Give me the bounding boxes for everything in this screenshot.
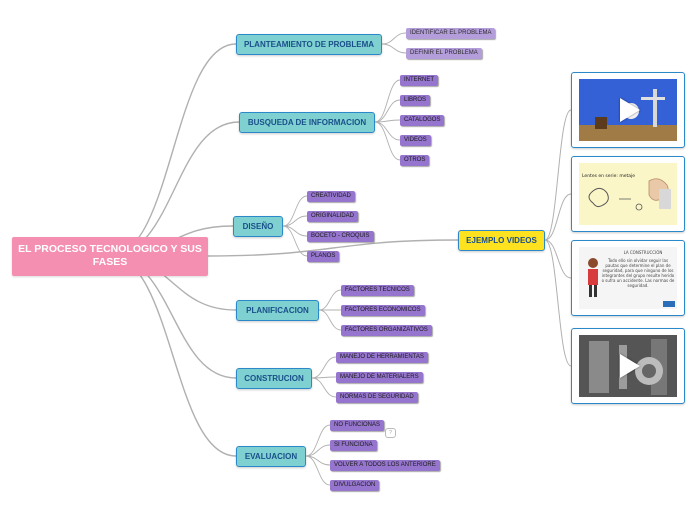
play-icon[interactable] — [620, 98, 640, 122]
connector-line — [374, 99, 401, 123]
leaf-creatividad[interactable]: CREATIVIDAD — [307, 191, 355, 202]
video-thumb-2[interactable]: Lentes en serie: metaje — [571, 156, 685, 232]
branch-label: BUSQUEDA DE INFORMACION — [247, 118, 367, 127]
leaf-catalogos[interactable]: CATALOGOS — [400, 115, 445, 126]
leaf-definir[interactable]: DEFINIR EL PROBLEMA — [406, 48, 482, 59]
branch-evaluacion[interactable]: EVALUACION — [236, 446, 306, 467]
connector-line — [282, 195, 308, 227]
branch-label: PLANIFICACION — [246, 306, 309, 315]
branch-ejemplo-videos[interactable]: EJEMPLO VIDEOS — [458, 230, 545, 251]
note-icon[interactable]: ? — [385, 428, 396, 438]
leaf-factores-tecnicos[interactable]: FACTORES TECNICOS — [341, 285, 414, 296]
leaf-identificar[interactable]: IDENTIFICAR EL PROBLEMA — [406, 28, 496, 39]
connector-line — [544, 239, 572, 279]
branch-construcion[interactable]: CONSTRUCION — [236, 368, 312, 389]
connector-line — [305, 424, 331, 457]
connector-line — [544, 239, 572, 367]
leaf-libros[interactable]: LIBROS — [400, 95, 431, 106]
branch-planteamiento[interactable]: PLANTEAMIENTO DE PROBLEMA — [236, 34, 382, 55]
thumb-3-title: LA CONSTRUCCIÓN — [623, 250, 663, 255]
connector-line — [109, 255, 237, 457]
branch-busqueda[interactable]: BUSQUEDA DE INFORMACION — [239, 112, 375, 133]
leaf-videos[interactable]: VIDEOS — [400, 135, 431, 146]
connector-line — [207, 239, 459, 257]
video-thumb-1[interactable] — [571, 72, 685, 148]
connector-line — [305, 455, 331, 486]
root-label: EL PROCESO TECNOLOGICO Y SUS FASES — [18, 243, 202, 268]
branch-diseno[interactable]: DISEÑO — [233, 216, 283, 237]
leaf-divulgacion[interactable]: DIVULGACION — [330, 480, 380, 491]
connector-line — [305, 444, 331, 457]
video-thumb-4[interactable] — [571, 328, 685, 404]
branch-label: EVALUACION — [244, 452, 298, 461]
connector-line — [311, 377, 337, 398]
leaf-manejo-materiales[interactable]: MANEJO DE MATERIALERS — [336, 372, 423, 383]
branch-label: DISEÑO — [242, 222, 274, 231]
leaf-manejo-herramientas[interactable]: MANEJO DE HERRAMIENTAS — [336, 352, 428, 363]
leaf-factores-economicos[interactable]: FACTORES ECONOMICOS — [341, 305, 425, 316]
connector-line — [374, 79, 401, 123]
root-node[interactable]: EL PROCESO TECNOLOGICO Y SUS FASES — [12, 237, 208, 276]
branch-planificacion[interactable]: PLANIFICACION — [236, 300, 319, 321]
leaf-no-funcionas[interactable]: NO FUNCIONAS — [330, 420, 385, 431]
connector-line — [544, 109, 572, 241]
connector-line — [381, 43, 407, 54]
connector-line — [311, 356, 337, 379]
branch-label: CONSTRUCION — [244, 374, 304, 383]
thumb-3-body: Todo ello sin olvidar seguir las pautas … — [601, 258, 675, 288]
branch-label: EJEMPLO VIDEOS — [466, 236, 537, 245]
leaf-normas-seguridad[interactable]: NORMAS DE SEGURIDAD — [336, 392, 418, 403]
connector-line — [318, 289, 342, 311]
connector-line — [374, 121, 401, 141]
connector-line — [282, 215, 308, 227]
connector-line — [544, 193, 572, 241]
leaf-si-funciona[interactable]: SI FUNCIONA — [330, 440, 377, 451]
leaf-originalidad[interactable]: ORIGINALIDAD — [307, 211, 359, 222]
connector-line — [109, 121, 240, 257]
connector-line — [109, 43, 237, 257]
leaf-internet[interactable]: INTERNET — [400, 75, 438, 86]
video-thumb-3[interactable]: LA CONSTRUCCIÓN Todo ello sin olvidar se… — [571, 240, 685, 316]
leaf-otros[interactable]: OTROS — [400, 155, 430, 166]
whiteboard-sketch-image — [579, 163, 677, 225]
branch-label: PLANTEAMIENTO DE PROBLEMA — [243, 40, 375, 49]
thumb-2-caption: Lentes en serie: metaje — [582, 174, 636, 179]
connector-line — [318, 309, 342, 331]
connector-line — [381, 32, 407, 45]
leaf-volver[interactable]: VOLVER A TODOS LOS ANTERIORE — [330, 460, 440, 471]
leaf-planos[interactable]: PLANOS — [307, 251, 340, 262]
leaf-factores-organizativos[interactable]: FACTORES ORGANIZATIVOS — [341, 325, 432, 336]
play-icon[interactable] — [620, 354, 640, 378]
leaf-boceto[interactable]: BOCETO - CROQUIS — [307, 231, 374, 242]
connector-line — [282, 225, 308, 257]
connector-line — [374, 121, 401, 161]
presenter-slide-image — [579, 247, 677, 309]
